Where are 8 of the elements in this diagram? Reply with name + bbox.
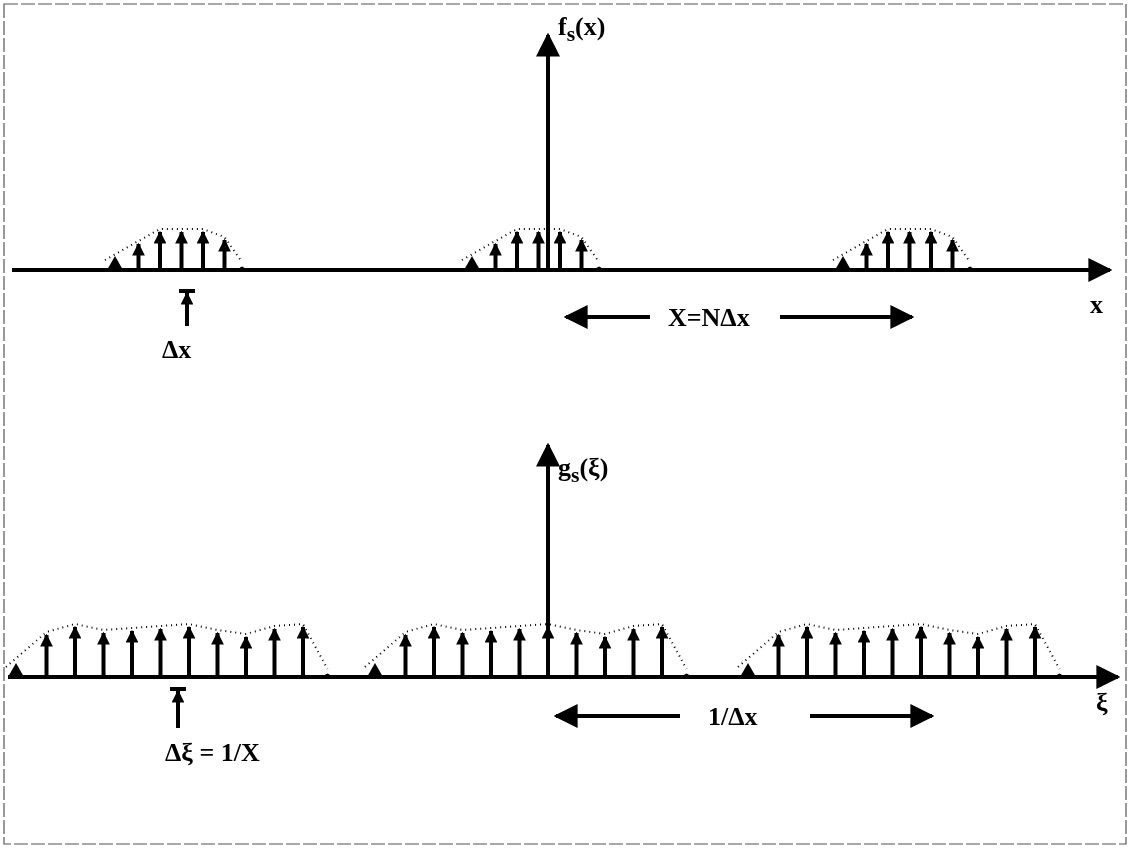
axis-label: x [1090, 292, 1103, 318]
spacing-label: Δξ = 1/X [165, 740, 260, 766]
dimension-label: X=NΔx [668, 305, 750, 331]
dimension-label: 1/Δx [708, 704, 758, 730]
axis-label: ξ [1096, 690, 1108, 716]
axis-label: f$_{s}$(x) [558, 14, 606, 46]
spacing-label: Δx [162, 337, 192, 363]
axis-label: g$_{s}$(ξ) [558, 455, 609, 487]
